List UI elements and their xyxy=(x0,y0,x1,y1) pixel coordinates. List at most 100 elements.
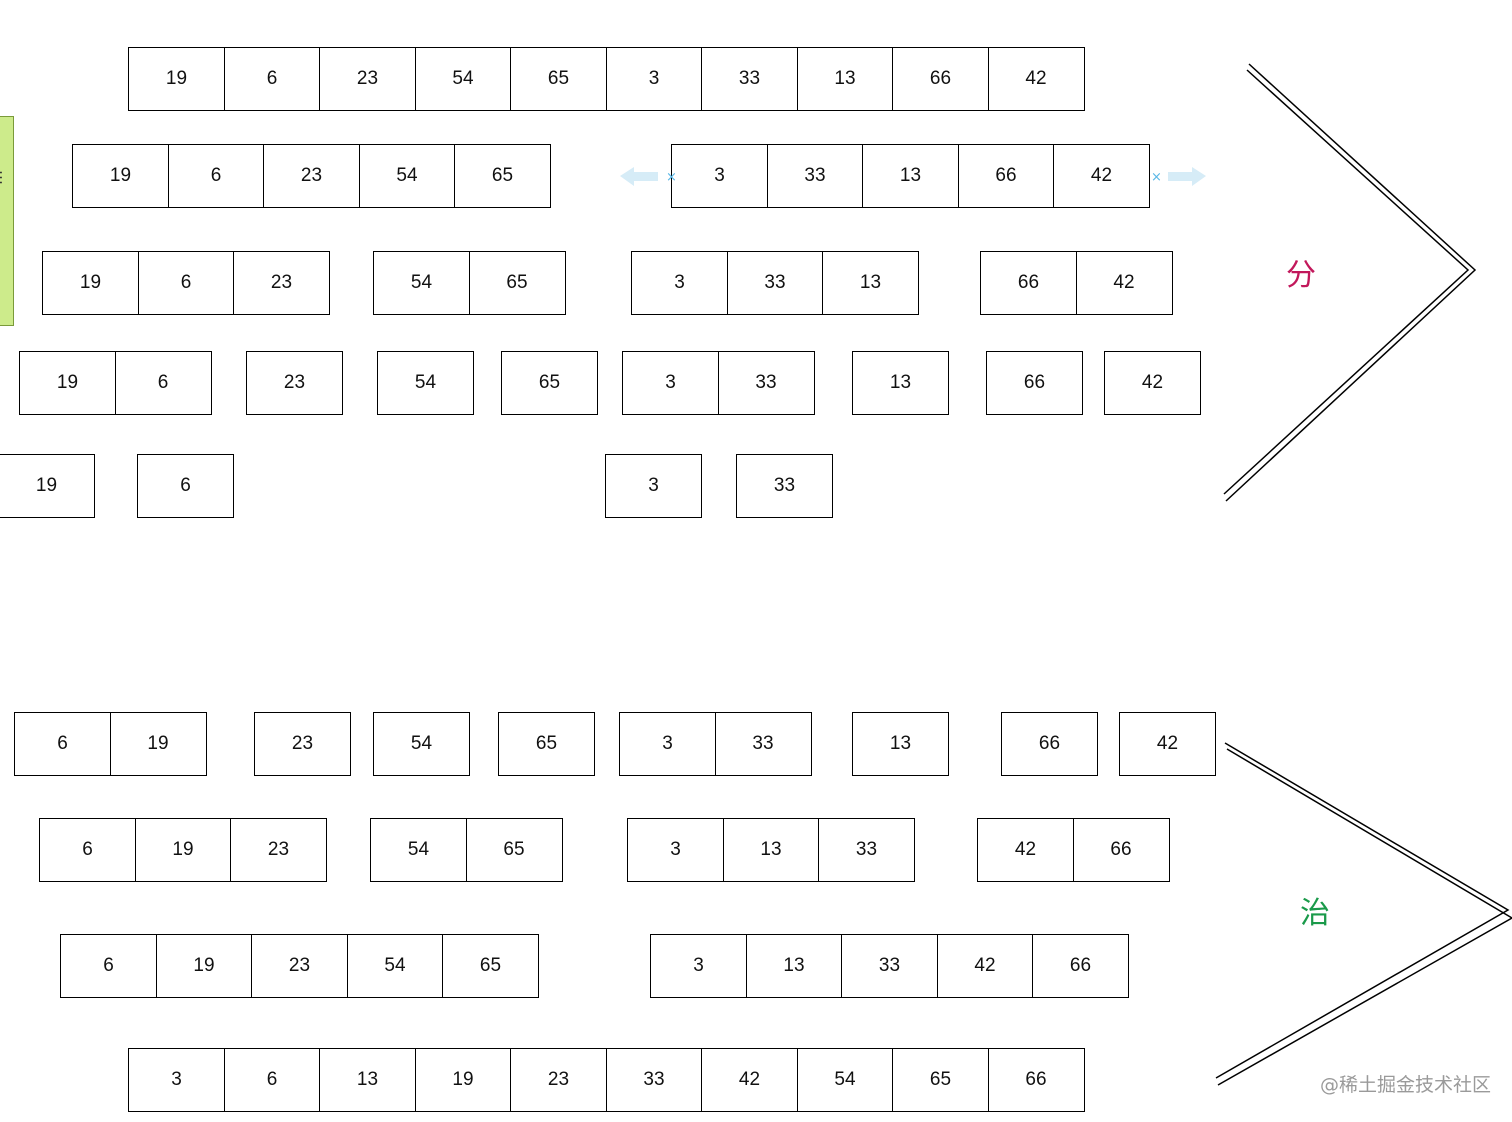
array-cell: 66 xyxy=(980,251,1077,315)
array-cell: 54 xyxy=(796,1048,894,1112)
array-cell: 65 xyxy=(498,712,595,776)
array-cell: 65 xyxy=(465,818,563,882)
split-row-4-group-3[interactable]: 54 xyxy=(377,351,474,415)
array-cell: 42 xyxy=(977,818,1074,882)
array-cell: 19 xyxy=(134,818,232,882)
array-cell: 33 xyxy=(766,144,864,208)
array-cell: 42 xyxy=(987,47,1085,111)
merge-row-1-group-4[interactable]: 65 xyxy=(498,712,595,776)
array-cell: 66 xyxy=(892,47,989,111)
split-row-5-group-3[interactable]: 3 xyxy=(605,454,702,518)
split-row-4-group-2[interactable]: 23 xyxy=(246,351,343,415)
merge-row-1-group-2[interactable]: 23 xyxy=(254,712,351,776)
array-cell: 54 xyxy=(377,351,474,415)
side-panel-text: … xyxy=(0,170,14,185)
merge-row-1-group-3[interactable]: 54 xyxy=(373,712,470,776)
array-cell: 3 xyxy=(650,934,747,998)
merge-chevron xyxy=(1215,742,1512,1086)
array-cell: 6 xyxy=(39,818,136,882)
split-chevron xyxy=(1223,63,1477,502)
merge-row-1-group-8[interactable]: 42 xyxy=(1119,712,1216,776)
split-row-4-group-7[interactable]: 66 xyxy=(986,351,1083,415)
array-cell: 13 xyxy=(796,47,894,111)
split-row-4-group-4[interactable]: 65 xyxy=(501,351,598,415)
array-cell: 42 xyxy=(1053,144,1150,208)
array-cell: 6 xyxy=(137,251,235,315)
split-row-4-group-8[interactable]: 42 xyxy=(1104,351,1201,415)
array-cell: 6 xyxy=(137,454,234,518)
array-cell: 42 xyxy=(701,1048,798,1112)
array-cell: 23 xyxy=(251,934,348,998)
array-cell: 6 xyxy=(223,47,321,111)
array-cell: 23 xyxy=(246,351,343,415)
array-cell: 33 xyxy=(726,251,824,315)
array-cell: 33 xyxy=(841,934,938,998)
array-cell: 13 xyxy=(822,251,919,315)
split-row-5-group-2[interactable]: 6 xyxy=(137,454,234,518)
array-cell: 13 xyxy=(319,1048,416,1112)
array-cell: 54 xyxy=(370,818,467,882)
array-cell: 19 xyxy=(0,454,95,518)
watermark: @稀土掘金技术社区 xyxy=(1320,1074,1492,1096)
array-cell: 33 xyxy=(714,712,812,776)
array-cell: 42 xyxy=(1104,351,1201,415)
split-row-4-group-6[interactable]: 13 xyxy=(852,351,949,415)
array-cell: 19 xyxy=(128,47,225,111)
array-cell: 19 xyxy=(72,144,169,208)
resize-handle-left[interactable]: × xyxy=(620,167,677,186)
array-cell: 13 xyxy=(745,934,843,998)
merge-row-1-group-7[interactable]: 66 xyxy=(1001,712,1098,776)
array-cell: 33 xyxy=(818,818,915,882)
array-cell: 42 xyxy=(1119,712,1216,776)
array-cell: 23 xyxy=(319,47,416,111)
array-cell: 33 xyxy=(736,454,833,518)
array-cell: 23 xyxy=(233,251,330,315)
array-cell: 6 xyxy=(60,934,157,998)
side-panel-tab[interactable] xyxy=(0,116,14,326)
merge-row-1-group-6[interactable]: 13 xyxy=(852,712,949,776)
array-cell: 33 xyxy=(701,47,798,111)
array-cell: 33 xyxy=(605,1048,703,1112)
array-cell: 13 xyxy=(722,818,820,882)
array-cell: 3 xyxy=(619,712,716,776)
array-cell: 66 xyxy=(1072,818,1170,882)
array-cell: 65 xyxy=(510,47,607,111)
array-cell: 6 xyxy=(223,1048,321,1112)
array-cell: 54 xyxy=(358,144,456,208)
array-cell: 23 xyxy=(254,712,351,776)
array-cell: 19 xyxy=(414,1048,512,1112)
array-cell: 65 xyxy=(454,144,551,208)
array-cell: 3 xyxy=(627,818,724,882)
array-cell: 54 xyxy=(346,934,444,998)
array-cell: 3 xyxy=(605,47,703,111)
array-cell: 66 xyxy=(1032,934,1129,998)
array-cell: 19 xyxy=(19,351,116,415)
array-cell: 19 xyxy=(155,934,253,998)
svg-text:×: × xyxy=(1151,170,1162,185)
split-row-5-group-1[interactable]: 19 xyxy=(0,454,95,518)
array-cell: 3 xyxy=(671,144,768,208)
resize-handle-right[interactable]: × xyxy=(1151,167,1206,186)
array-cell: 13 xyxy=(862,144,959,208)
split-row-5-group-4[interactable]: 33 xyxy=(736,454,833,518)
array-cell: 23 xyxy=(263,144,360,208)
